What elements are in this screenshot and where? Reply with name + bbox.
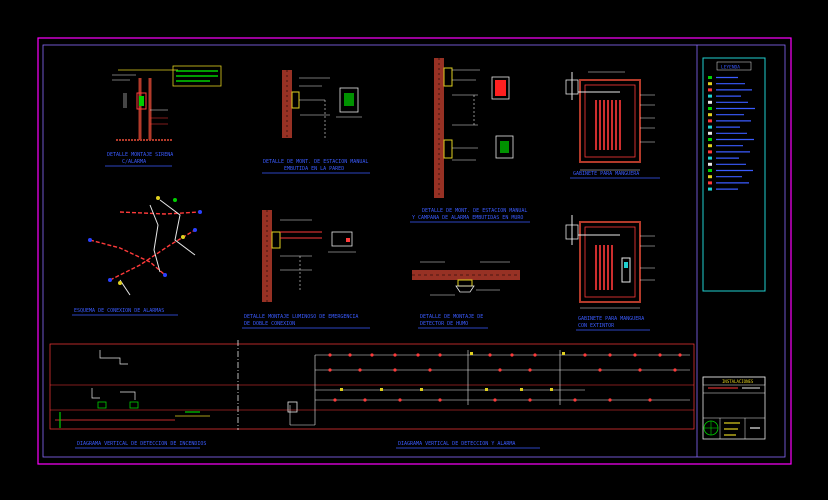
riser-left-title: DIAGRAMA VERTICAL DE DETECCION DE INCEND… (77, 441, 206, 447)
outer-frame (37, 37, 792, 465)
detail-esquema-conexion (88, 196, 202, 296)
riser-devices (328, 353, 682, 402)
legend-symbol (708, 94, 712, 98)
riser-panel-box (287, 401, 298, 413)
title-block-fields (708, 387, 760, 436)
legend-symbol (708, 100, 712, 104)
detail-detector-humo-subtitle: DETECTOR DE HUMO (420, 321, 468, 327)
legend-symbol (708, 144, 712, 148)
legend-symbol (708, 156, 712, 160)
detail-gabinete-title: GABINETE PARA MANGUERA (573, 171, 639, 177)
detail-sirena (112, 65, 222, 141)
detail-estacion-campana-title: DETALLE DE MONT. DE ESTACION MANUAL (422, 208, 527, 214)
detail-gabinete-extintor-subtitle: CON EXTINTOR (578, 323, 615, 329)
riser-right-network (289, 350, 690, 426)
title-block-label-box (702, 376, 766, 386)
detail-estacion-campana (434, 58, 514, 198)
inner-frame (42, 44, 786, 458)
riser-left-network (55, 350, 210, 428)
legend-symbol (708, 150, 712, 154)
riser-devices-secondary (340, 352, 565, 391)
legend-box (702, 57, 766, 292)
detail-estacion-manual (282, 70, 362, 138)
detail-gabinete (565, 71, 655, 171)
detail-luminoso-title: DETALLE MONTAJE LUMINOSO DE EMERGENCIA (244, 314, 358, 320)
detail-estacion-manual-title: DETALLE DE MONT. DE ESTACION MANUAL (263, 159, 368, 165)
legend-title: LEYENDA (721, 65, 740, 71)
detail-sirena-subtitle: C/ALARMA (122, 159, 146, 165)
legend-symbol (708, 119, 712, 123)
detail-esquema-conexion-title: ESQUEMA DE CONEXION DE ALARMAS (74, 308, 164, 314)
detail-estacion-campana-subtitle: Y CAMPANA DE ALARMA EMBUTIDAS EN MURO (412, 215, 523, 221)
legend-symbol (708, 187, 712, 191)
legend-items (708, 76, 755, 191)
legend-symbol (708, 131, 712, 135)
legend-symbol (708, 138, 712, 141)
legend-symbol (708, 162, 712, 166)
title-block-label: INSTALACIONES (722, 379, 754, 384)
detail-sirena-title: DETALLE MONTAJE SIRENA (107, 152, 173, 158)
legend-symbol (708, 175, 712, 179)
legend-symbol (708, 88, 712, 92)
detail-luminoso-subtitle: DE DOBLE CONEXION (244, 321, 295, 327)
legend-symbol (708, 169, 712, 172)
legend-symbol (708, 181, 712, 185)
detail-detector-humo (412, 261, 520, 296)
legend-symbol (708, 113, 712, 117)
title-block-logo (703, 420, 719, 436)
legend-symbol (708, 82, 712, 86)
riser-diagram-frame (49, 343, 695, 430)
legend-symbol (708, 125, 712, 129)
legend-symbol (708, 107, 712, 110)
detail-gabinete-extintor-title: GABINETE PARA MANGUERA (578, 316, 644, 322)
detail-luminoso (262, 210, 356, 302)
legend-header-box (716, 61, 752, 71)
detail-gabinete-extintor (565, 215, 655, 309)
legend-symbol (708, 76, 712, 79)
riser-right-title: DIAGRAMA VERTICAL DE DETECCION Y ALARMA (398, 441, 515, 447)
detail-estacion-manual-subtitle: EMBUTIDA EN LA PARED (284, 166, 344, 172)
detail-detector-humo-title: DETALLE DE MONTAJE DE (420, 314, 483, 320)
